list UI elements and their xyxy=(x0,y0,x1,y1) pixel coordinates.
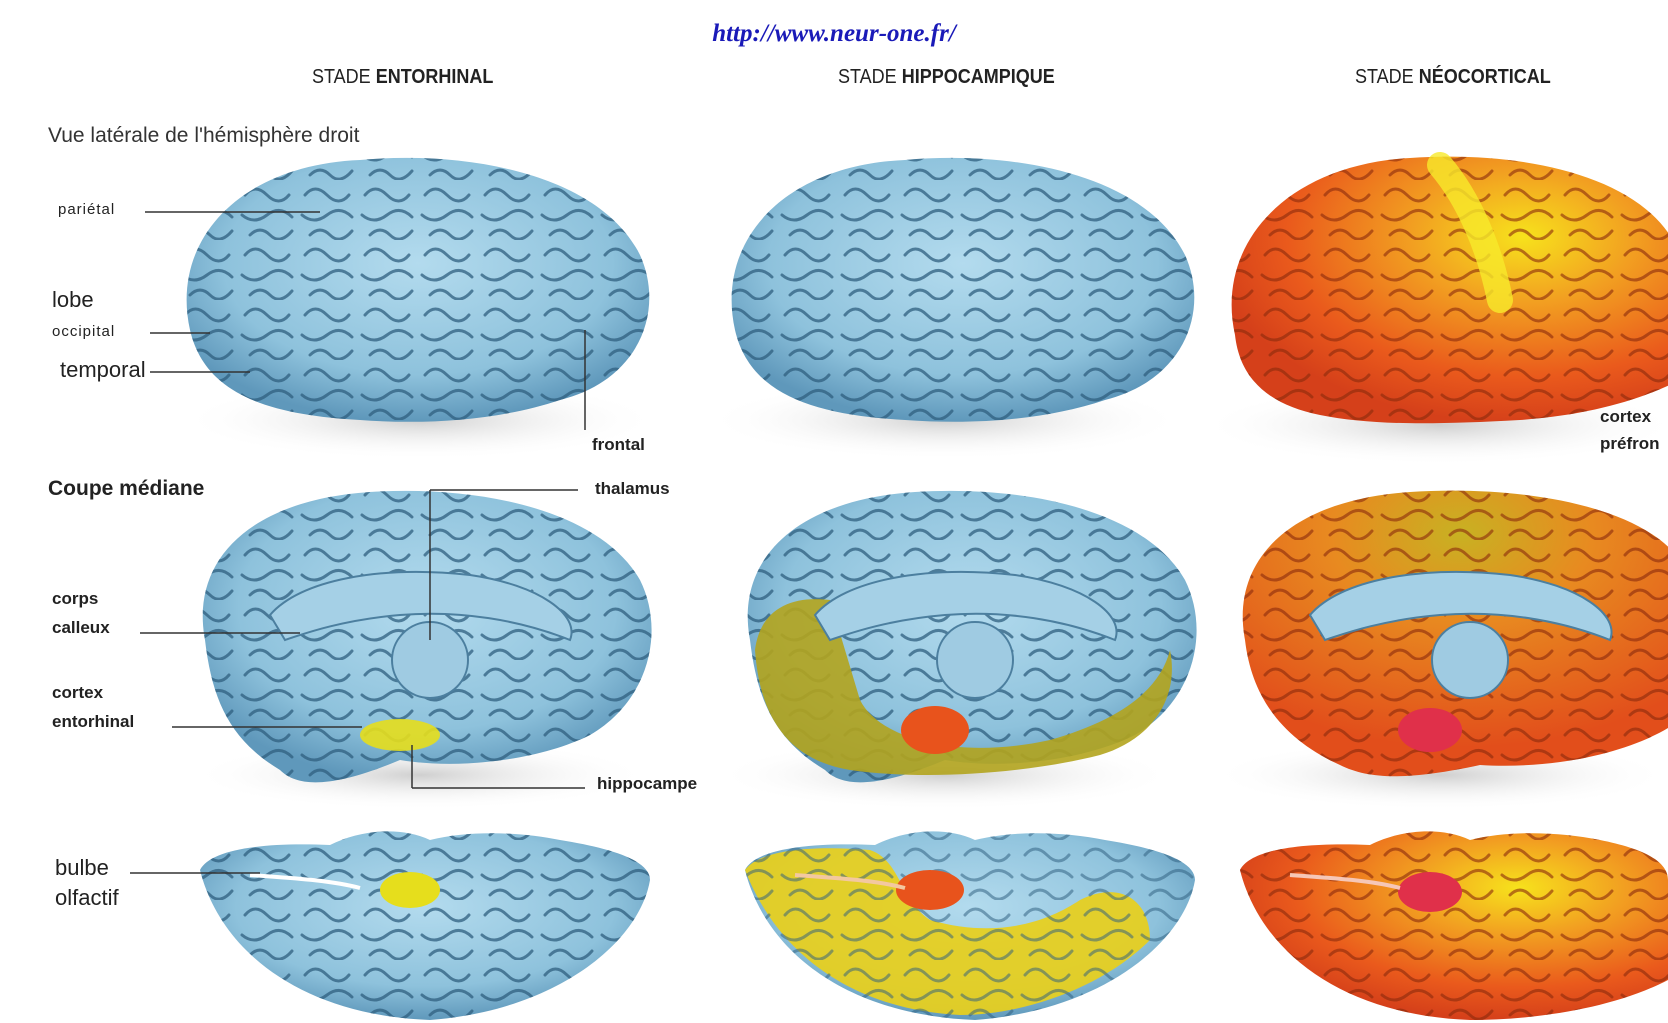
label-lobe: lobe xyxy=(52,288,94,312)
label-temporal: temporal xyxy=(60,358,146,382)
stage-title-entorhinal: STADE ENTORHINAL xyxy=(312,66,493,89)
ventral-view-entorhinal xyxy=(200,831,650,1020)
stage-prefix: STADE xyxy=(312,66,376,88)
label-cortex-prefrontal-2: préfron xyxy=(1600,432,1660,456)
stage-prefix: STADE xyxy=(1355,66,1419,88)
ventral-view-neocortical xyxy=(1240,831,1668,1020)
label-olfactif: olfactif xyxy=(55,886,119,910)
median-view-entorhinal xyxy=(190,491,652,810)
ventral-view-hippocampique xyxy=(745,831,1195,1020)
source-url[interactable]: http://www.neur-one.fr/ xyxy=(0,20,1668,48)
label-calleux: calleux xyxy=(52,616,110,640)
label-thalamus: thalamus xyxy=(595,477,670,501)
stage-name: ENTORHINAL xyxy=(376,66,494,88)
label-frontal: frontal xyxy=(592,433,645,457)
label-corps: corps xyxy=(52,587,98,611)
stage-name: NÉOCORTICAL xyxy=(1419,66,1551,88)
lateral-view-neocortical xyxy=(1200,157,1668,465)
label-parietal: pariétal xyxy=(58,198,115,222)
stage-title-neocortical: STADE NÉOCORTICAL xyxy=(1355,66,1551,89)
label-cortex-prefrontal-1: cortex xyxy=(1600,405,1651,429)
label-bulbe: bulbe xyxy=(55,856,109,880)
row-title-median: Coupe médiane xyxy=(48,477,204,501)
stage-prefix: STADE xyxy=(838,66,902,88)
label-occipital: occipital xyxy=(52,320,115,344)
median-view-hippocampique xyxy=(715,491,1197,810)
stage-name: HIPPOCAMPIQUE xyxy=(902,66,1055,88)
row-title-lateral: Vue latérale de l'hémisphère droit xyxy=(48,124,359,148)
lateral-view-hippocampique xyxy=(705,158,1194,460)
lateral-view-entorhinal xyxy=(180,158,660,460)
label-cortex: cortex xyxy=(52,681,103,705)
stage-title-hippocampique: STADE HIPPOCAMPIQUE xyxy=(838,66,1055,89)
median-view-neocortical xyxy=(1210,491,1668,810)
label-hippocampe: hippocampe xyxy=(597,772,697,796)
label-entorhinal: entorhinal xyxy=(52,710,134,734)
